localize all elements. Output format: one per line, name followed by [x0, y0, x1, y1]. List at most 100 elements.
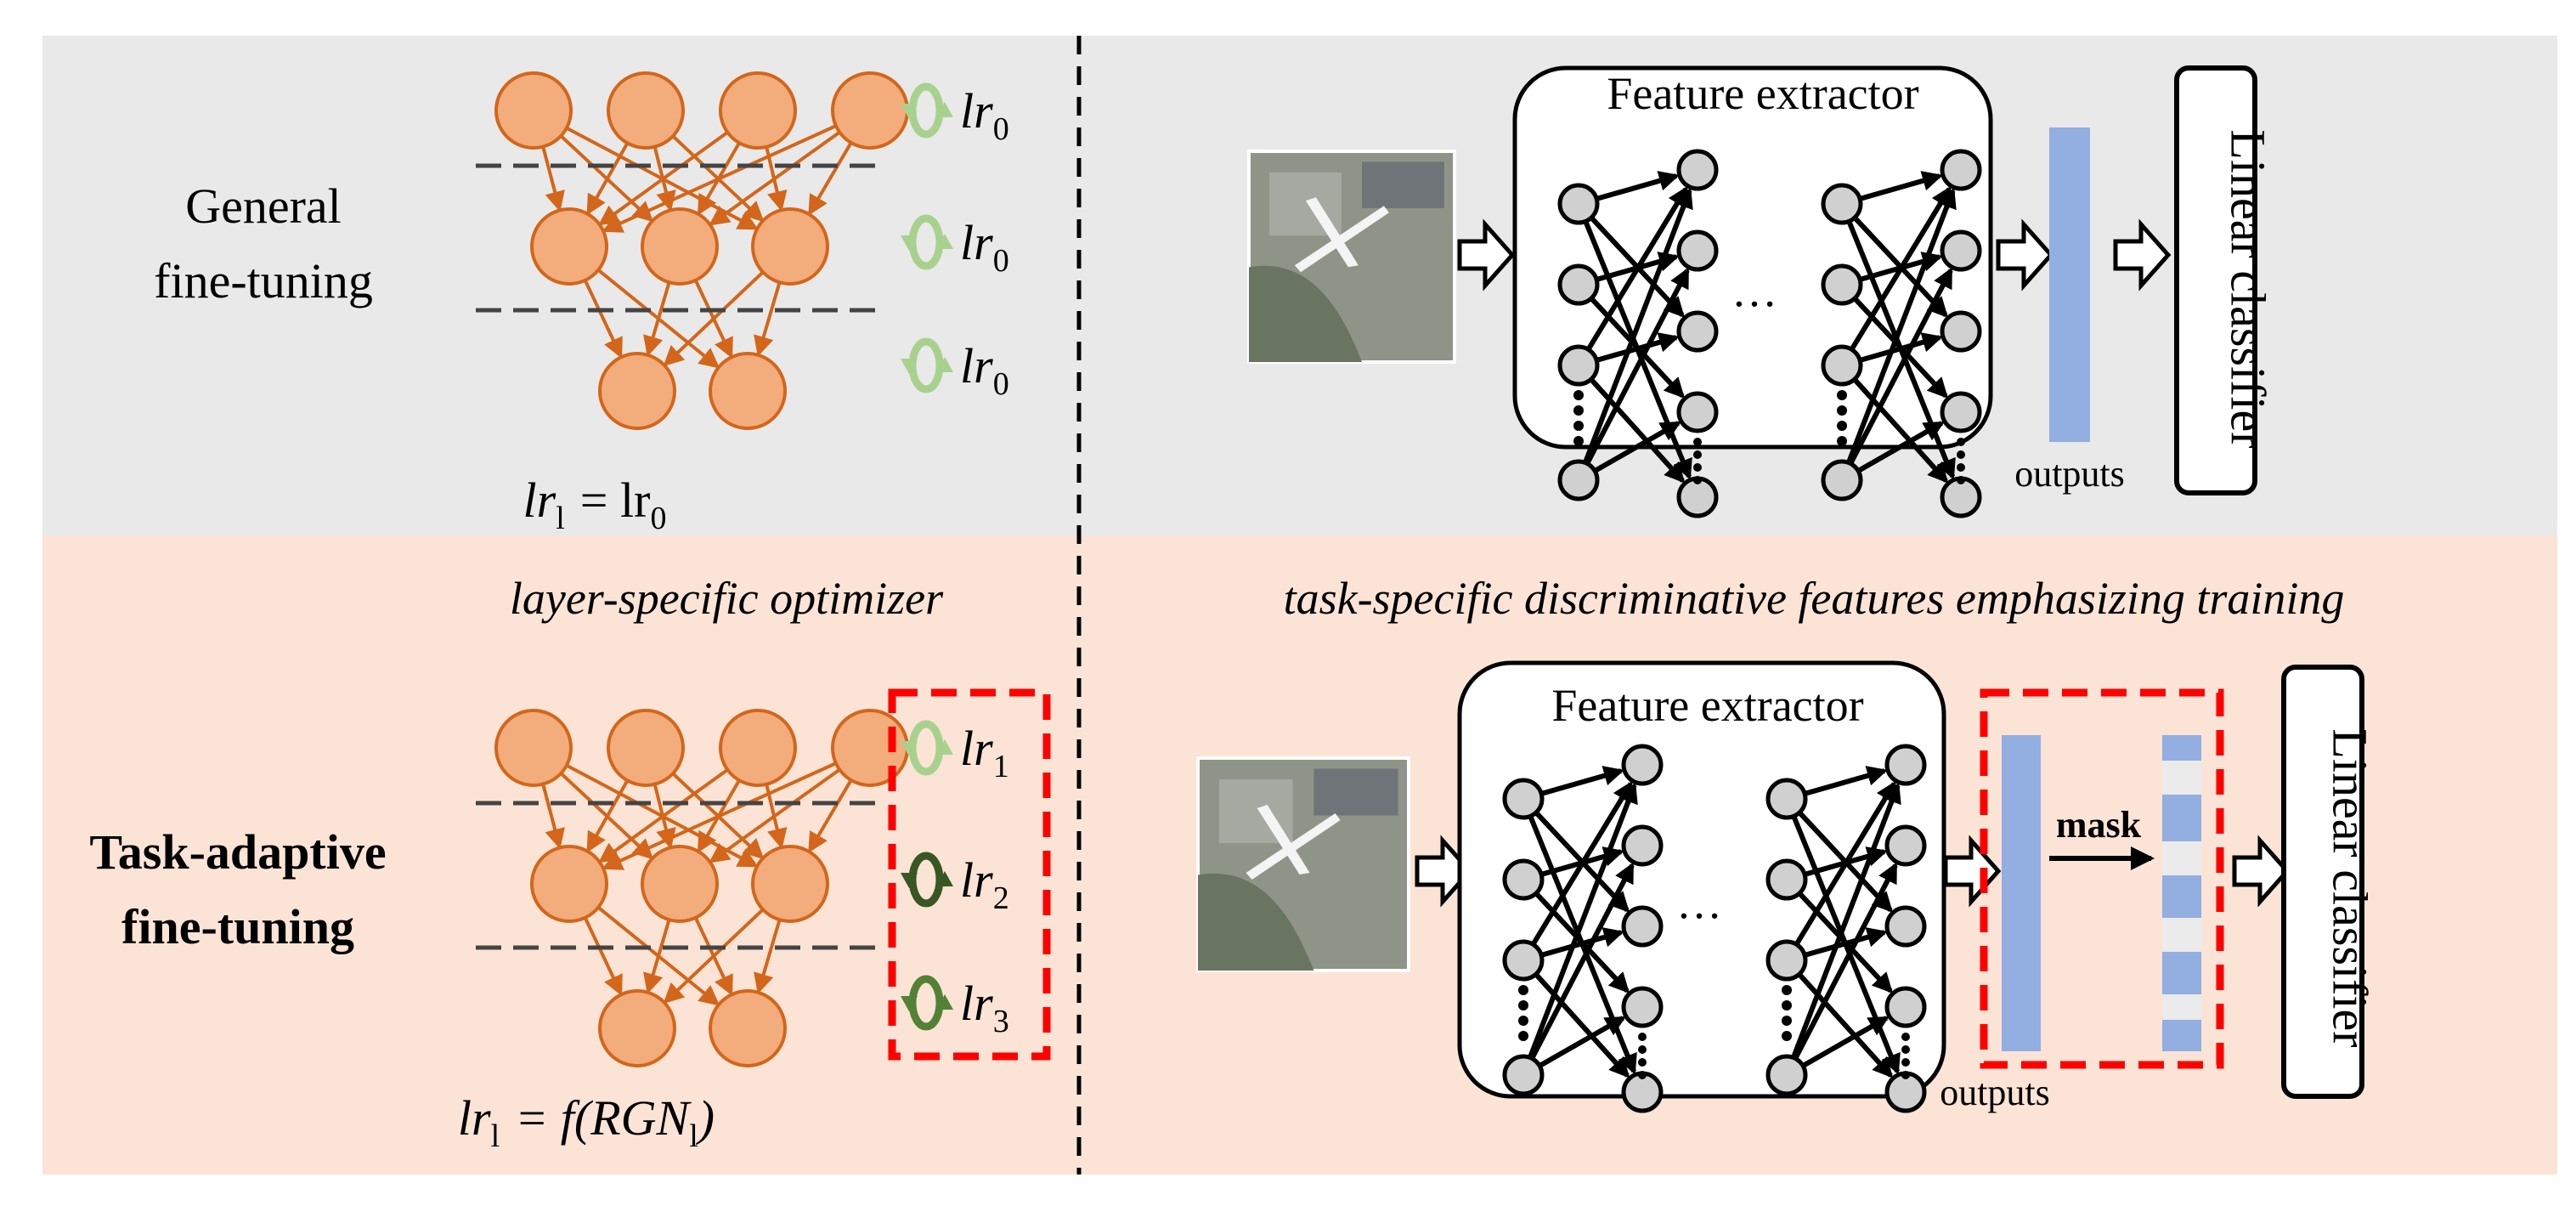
neuron	[1765, 778, 1808, 820]
network-edge	[709, 767, 841, 863]
terminal-building	[1362, 161, 1444, 208]
network-edge	[583, 279, 623, 359]
lr-base: lr	[960, 852, 993, 908]
layer-network-top	[476, 71, 909, 430]
neuron	[1765, 1054, 1808, 1096]
ellipsis-dot	[1638, 1045, 1647, 1054]
bottom-formula: lrl= f(RGNl)	[458, 1090, 715, 1154]
network-edge	[754, 281, 782, 357]
refresh-cycle-icon	[901, 214, 953, 270]
neuron	[1502, 778, 1545, 820]
cycle-arrowhead	[901, 235, 918, 251]
airport-aerial-image	[1196, 756, 1410, 972]
ellipsis-dot	[1573, 436, 1584, 446]
ellipsis-dot	[1782, 1016, 1792, 1026]
ellipsis-dot	[1901, 1071, 1910, 1079]
neuron-edge	[1791, 782, 1901, 1057]
network-edge	[808, 141, 853, 216]
pipeline-top	[1247, 65, 2257, 518]
lr-base: lr	[960, 83, 993, 139]
flow-arrow-icon	[2232, 835, 2291, 908]
masked-feature-segment	[2162, 761, 2201, 795]
neuron-edge	[1597, 332, 1680, 363]
neuron	[1676, 229, 1719, 272]
ellipsis-dot	[1518, 1016, 1528, 1026]
masked-feature-segment	[2162, 875, 2201, 918]
network-edge	[663, 270, 765, 367]
network-edge	[709, 130, 841, 226]
masked-feature-segment	[2162, 841, 2201, 875]
neuron	[1884, 986, 1927, 1028]
top-formula: lrl= lr0	[523, 473, 667, 536]
neuron	[1557, 263, 1600, 306]
network-node	[607, 71, 685, 150]
neuron-edge	[1850, 185, 1952, 350]
network-node	[751, 207, 829, 286]
neuron	[1821, 263, 1863, 306]
neuron-edge	[1590, 378, 1686, 484]
neuron	[1821, 459, 1863, 501]
masked-feature-segment	[2162, 918, 2201, 952]
neuron	[1502, 939, 1545, 982]
classifier-box	[2174, 65, 2257, 495]
ellipsis-dot	[1957, 450, 1965, 459]
neuron-edge	[1531, 780, 1634, 945]
neuron	[1884, 744, 1927, 786]
neuron	[1621, 986, 1664, 1028]
network-edge	[602, 124, 837, 233]
ellipsis-dot	[1957, 463, 1965, 472]
bottom-feature-extractor-label: Feature extractor	[1551, 680, 1863, 731]
bottom-classifier-label: Linear classifier	[2323, 728, 2378, 1047]
grass-area	[1198, 873, 1314, 971]
mask-label: mask	[2056, 804, 2142, 846]
neuron-edge	[1542, 766, 1624, 796]
masked-feature-segment	[2162, 735, 2201, 761]
ellipsis-dot	[1782, 1031, 1792, 1041]
network-edge	[754, 919, 782, 994]
neuron	[1557, 344, 1600, 387]
lr-label: lr0	[960, 215, 1009, 279]
neuron-edge	[1861, 332, 1943, 363]
lr-label: lr0	[960, 338, 1009, 402]
ellipsis-dot	[1693, 450, 1702, 459]
lr-subscript: 0	[993, 366, 1009, 402]
cycle-arrowhead	[901, 359, 918, 374]
neuron	[1676, 310, 1719, 353]
neuron	[1621, 905, 1664, 948]
cycle-arrowhead	[901, 104, 918, 119]
network-edge	[598, 131, 729, 226]
right-caption: task-specific discriminative features em…	[1284, 573, 2345, 624]
neuron-edge	[1597, 171, 1680, 201]
ellipsis-dot	[1518, 1000, 1528, 1010]
network-node	[709, 989, 787, 1067]
bottom-title-line2: fine-tuning	[121, 899, 354, 954]
network-edge	[663, 908, 765, 1005]
lr-label: lr0	[960, 83, 1009, 147]
lr-subscript: 2	[993, 880, 1009, 916]
neuron-edge	[1805, 927, 1888, 958]
neuron	[1502, 858, 1545, 901]
neuron-edge	[1798, 973, 1894, 1078]
lr-subscript: 0	[993, 243, 1009, 279]
top-ellipsis: …	[1731, 265, 1777, 316]
neuron	[1557, 459, 1600, 501]
ellipsis-dot	[1518, 1031, 1528, 1041]
network-edge	[643, 919, 671, 994]
ellipsis-dot	[1573, 421, 1584, 431]
ellipsis-dot	[1638, 1071, 1647, 1079]
neuron	[1621, 824, 1664, 867]
ellipsis-dot	[1638, 1058, 1647, 1067]
network-node	[751, 845, 829, 923]
neuron	[1821, 183, 1863, 225]
neuron	[1765, 939, 1808, 982]
neuron-edge	[1530, 862, 1635, 1059]
ellipsis-dot	[1957, 438, 1965, 446]
network-edge	[598, 768, 729, 863]
ellipsis-dot	[1518, 985, 1528, 995]
neuron	[1940, 310, 1982, 353]
neuron-edge	[1849, 267, 1953, 464]
lr-subscript: 1	[993, 749, 1009, 784]
cycle-arrowhead	[901, 873, 918, 888]
